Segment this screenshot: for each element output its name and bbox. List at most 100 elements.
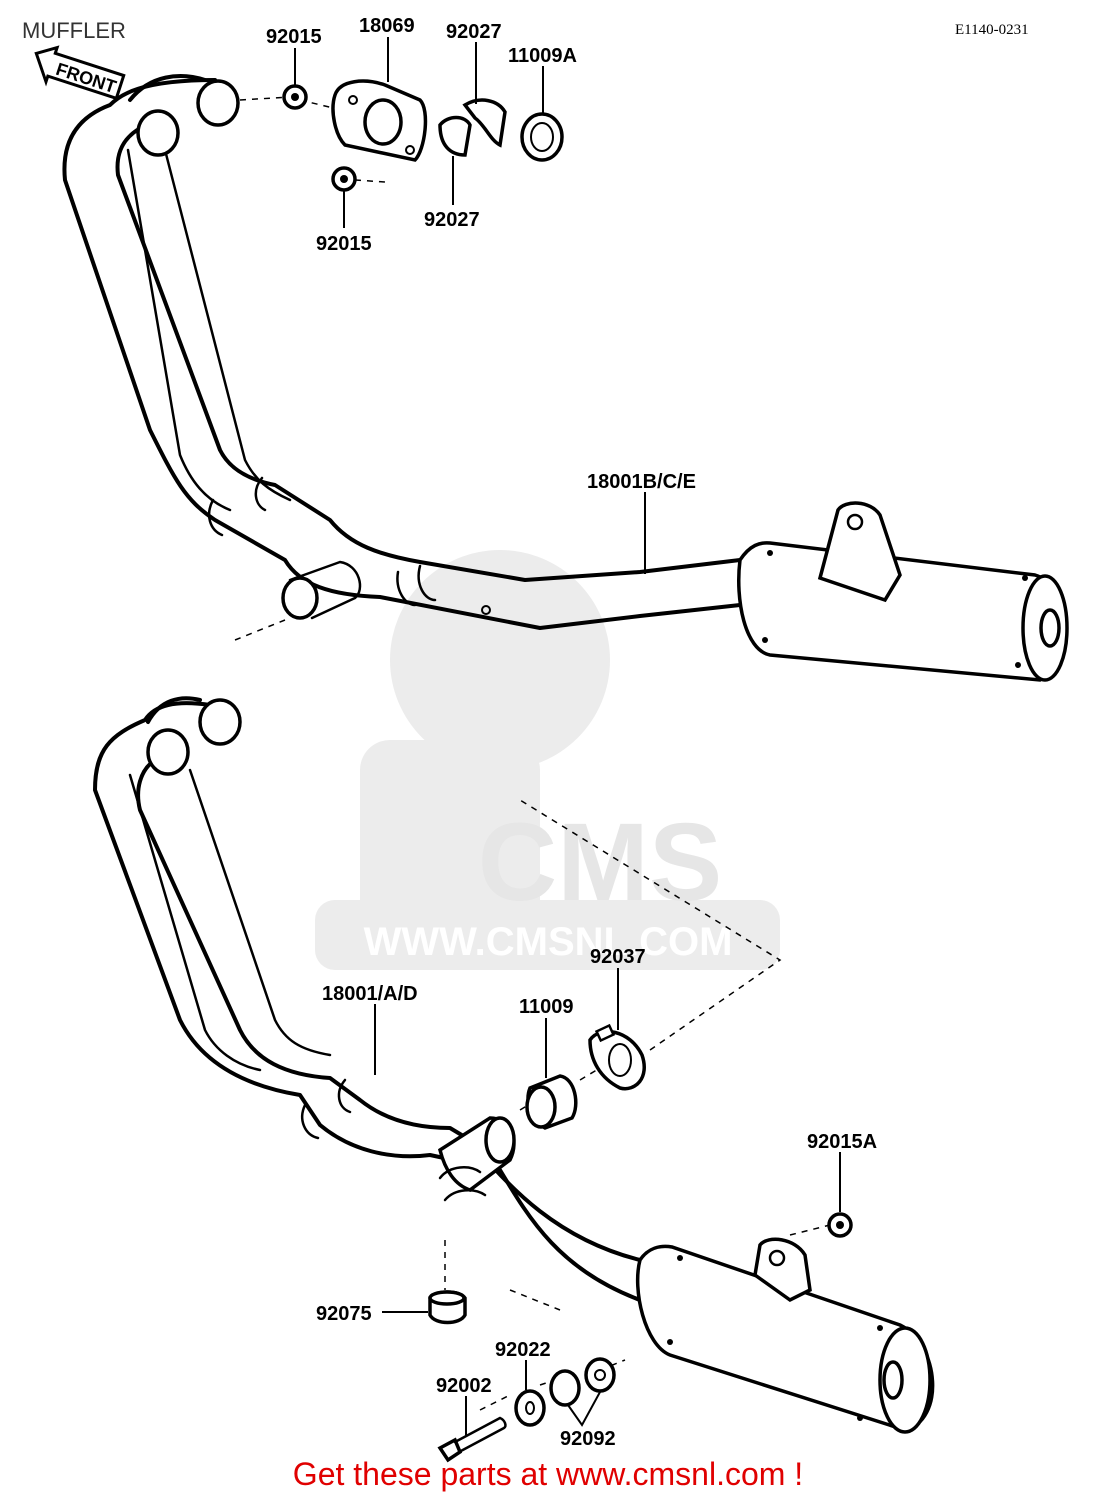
watermark-mascot-head (390, 550, 610, 770)
bottom-dash-line-3 (519, 799, 782, 1051)
bottom-muffler-rivet-1 (677, 1255, 683, 1261)
label-18069: 18069 (359, 15, 415, 37)
top-exhaust-assembly (62, 74, 1069, 682)
bolt-92002-shank (453, 1416, 507, 1454)
top-leaders (294, 37, 646, 574)
bottom-muffler-rivet-4 (857, 1415, 863, 1421)
bottom-pipe-opening-1 (198, 698, 242, 746)
bottom-side-outlet-end (484, 1116, 516, 1164)
collar-92092-1 (549, 1369, 581, 1407)
footer-call-to-action[interactable]: Get these parts at www.cmsnl.com ! (293, 1456, 803, 1492)
bottom-dash-line-6 (789, 1224, 831, 1236)
label-18001AD: 18001/A/D (322, 983, 418, 1005)
top-small-parts (282, 79, 564, 192)
label-18001BCE: 18001B/C/E (587, 471, 696, 493)
top-pipe-opening-1 (196, 79, 240, 127)
top-dash-line-3 (234, 619, 286, 641)
top-dash-line-2 (299, 99, 351, 113)
clamp-92037-hole (608, 1043, 632, 1077)
bottom-muffler-rivet-2 (877, 1325, 883, 1331)
part-labels: 92015 18069 92027 11009A 92015 92027 180… (266, 15, 877, 1450)
top-bracket-hole (846, 513, 864, 531)
flange-18069-bolt-1 (348, 95, 358, 105)
bottom-pipe-bend (146, 696, 202, 724)
top-muffler-body (737, 541, 1066, 682)
label-92015-bottom: 92015 (316, 233, 372, 255)
bottom-collector-sleeve-1 (301, 1103, 320, 1140)
leader-92092 (567, 1391, 601, 1427)
top-muffler-rivet-1 (767, 550, 773, 556)
watermark-brand: CMS (478, 801, 722, 924)
top-header-pipe-mid2 (163, 148, 292, 502)
top-muffler-rivet-3 (762, 637, 768, 643)
top-muffler-rivet-2 (1022, 575, 1028, 581)
bottom-muffler-bracket (753, 1237, 812, 1303)
top-muffler-outlet (1039, 608, 1061, 648)
bottom-pipe-clamp (438, 1166, 487, 1202)
gasket-11009A-hole (530, 122, 554, 152)
nut-92015-bottom-hole (340, 175, 348, 183)
top-pipe-bolt (481, 605, 491, 615)
top-dash-line-4 (354, 179, 386, 183)
collar-92092-2-hole (594, 1369, 606, 1381)
label-11009: 11009 (519, 996, 574, 1018)
top-collector-sleeve-2 (254, 476, 267, 512)
top-header-pipe-inner (115, 118, 742, 582)
top-muffler-rivet-4 (1015, 662, 1021, 668)
top-dash-line-1 (239, 96, 291, 101)
keeper-92027-upper (462, 98, 507, 148)
bottom-pipe-opening-2 (146, 728, 190, 776)
nut-92015-top-hole (291, 93, 299, 101)
label-92015A: 92015A (807, 1131, 877, 1153)
label-92027-bottom: 92027 (424, 209, 480, 231)
label-92075: 92075 (316, 1303, 372, 1325)
keeper-92027-lower (438, 115, 472, 157)
label-92002: 92002 (436, 1375, 492, 1397)
damper-92075-top (428, 1290, 466, 1306)
watermark-mascot-body (360, 740, 540, 940)
clamp-92037-bolt (594, 1023, 616, 1043)
bottom-header-pipe-mid2 (188, 768, 332, 1057)
washer-92022-hole (525, 1401, 535, 1415)
top-header-pipe-mid (126, 148, 232, 512)
label-92092: 92092 (560, 1428, 616, 1450)
bottom-muffler-end (878, 1326, 932, 1434)
top-header-pipe-outer (62, 78, 742, 630)
bottom-muffler-outlet (882, 1360, 904, 1400)
top-side-outlet-tube (288, 560, 362, 620)
label-92037: 92037 (590, 946, 646, 968)
bottom-dash-line-5 (509, 1289, 561, 1311)
top-pipe-opening-2 (136, 109, 180, 157)
front-arrow: FRONT (34, 45, 126, 101)
diagram-code: E1140-0231 (955, 22, 1029, 38)
flange-18069-bolt-2 (405, 145, 415, 155)
bottom-bracket-hole (768, 1249, 786, 1267)
label-92022: 92022 (495, 1339, 551, 1361)
bottom-header-pipe-mid (128, 773, 262, 1072)
nut-92015A-hole (836, 1221, 844, 1229)
diagram-title: MUFFLER (22, 18, 126, 43)
watermark: CMS WWW.CMSNL.COM (315, 550, 780, 970)
flange-18069-hole (363, 98, 403, 146)
bottom-leaders (374, 968, 841, 1436)
label-11009A: 11009A (508, 45, 577, 67)
bottom-muffler-rivet-3 (667, 1339, 673, 1345)
label-92027-top: 92027 (446, 21, 502, 43)
watermark-url: WWW.CMSNL.COM (364, 920, 733, 964)
bottom-muffler-body (635, 1244, 935, 1432)
top-side-outlet (281, 576, 319, 620)
front-arrow-icon (34, 45, 126, 101)
watermark-banner (315, 900, 780, 970)
bottom-collector-sleeve-2 (337, 1078, 352, 1114)
bottom-header-pipe-outer (93, 701, 642, 1302)
top-pipe-bend (128, 74, 207, 102)
bottom-exhaust-assembly (93, 696, 935, 1434)
label-92015-top: 92015 (266, 26, 322, 48)
top-pipe-clamp (396, 564, 437, 607)
gasket-11009-end (525, 1085, 557, 1129)
bottom-dash-line-7 (479, 1394, 511, 1411)
top-muffler-bracket (817, 501, 902, 603)
top-collector-sleeve-1 (207, 498, 224, 537)
bottom-small-parts (428, 1023, 853, 1463)
